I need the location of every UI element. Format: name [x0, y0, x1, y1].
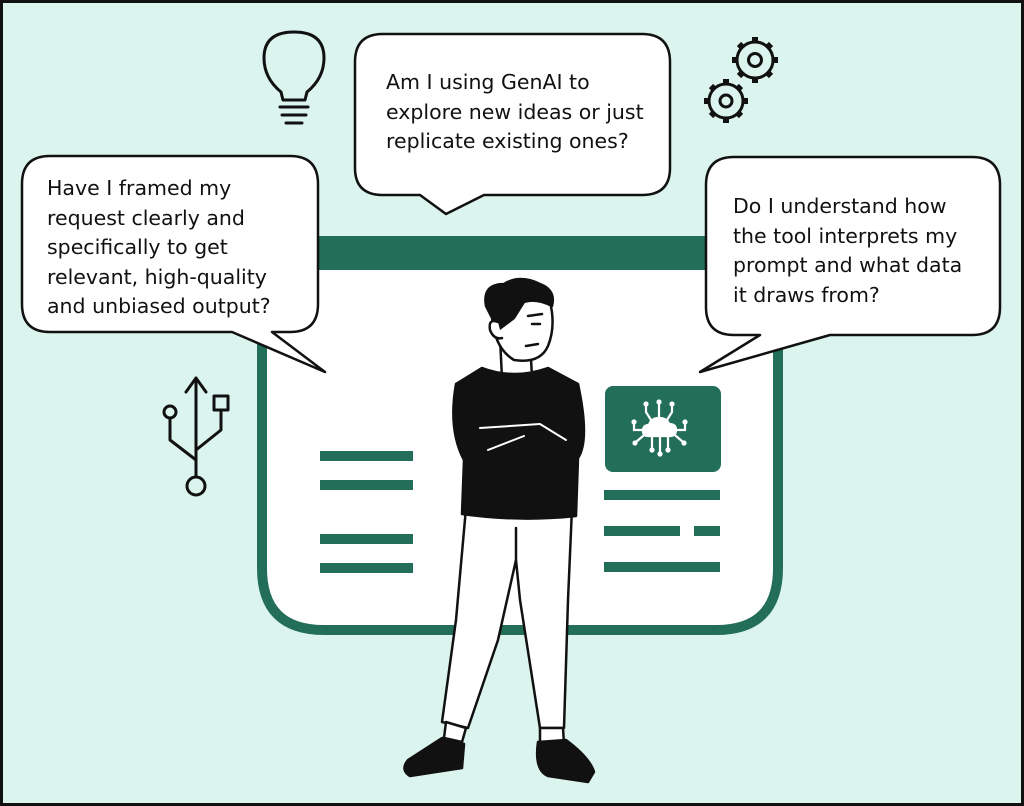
person-figure: [403, 277, 596, 784]
gears-icon: [704, 37, 778, 123]
person-right-shoe: [535, 738, 596, 784]
person-left-shoe: [403, 736, 466, 778]
speech-bubble-right: [698, 155, 1002, 374]
speech-bubble-left: [20, 154, 327, 374]
question-tool-text: Do I understand how the tool interprets …: [733, 194, 963, 307]
person-hair: [484, 277, 554, 332]
speech-bubble-top: [353, 32, 672, 216]
usb-icon: [162, 376, 230, 497]
person-pants: [440, 506, 574, 730]
question-framing-text: Have I framed my request clearly and spe…: [47, 176, 271, 318]
right-content-lines: [604, 490, 720, 572]
person-sweater: [452, 366, 586, 520]
browser-title-bar: [262, 236, 778, 270]
ai-cloud-icon: [632, 402, 687, 454]
left-content-lines: [320, 451, 413, 573]
lightbulb-icon: [262, 30, 326, 125]
ai-card: [605, 386, 721, 472]
question-ideas-text: Am I using GenAI to explore new ideas or…: [386, 70, 644, 153]
